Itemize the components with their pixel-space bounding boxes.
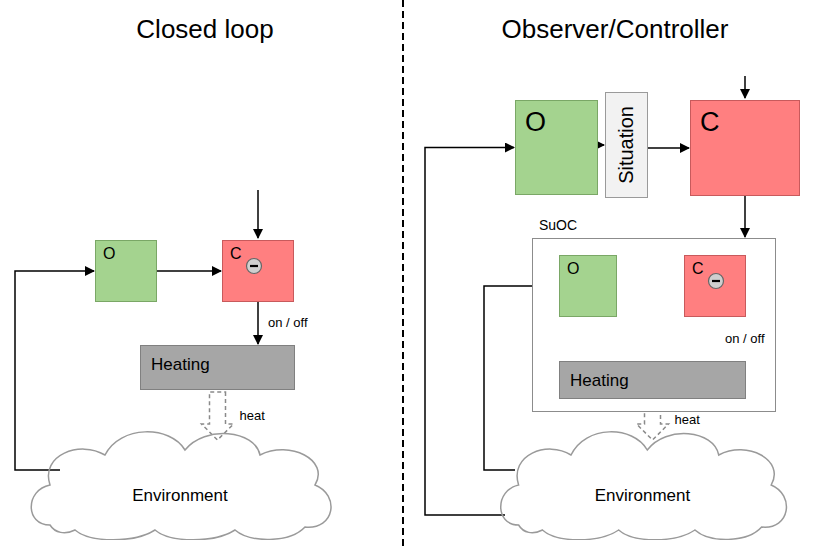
- node-label: C: [692, 260, 704, 278]
- node-label: O: [567, 260, 579, 278]
- connector: [744, 196, 746, 237]
- node-label: SuOC: [539, 217, 577, 233]
- observer-box: O: [515, 100, 598, 195]
- connector: [257, 302, 259, 344]
- cloud-outline: [490, 415, 795, 540]
- node-label: Environment: [595, 486, 690, 506]
- minus-symbol: [707, 272, 725, 290]
- connector: [15, 271, 94, 470]
- node-label: Heating: [151, 355, 210, 375]
- node-label: O: [103, 245, 115, 263]
- minus-symbol: [250, 265, 258, 267]
- section-heading: Closed loop: [136, 14, 273, 45]
- connector: [157, 270, 221, 272]
- connector: [598, 144, 604, 146]
- section-heading: Observer/Controller: [502, 14, 729, 45]
- minus-symbol: [712, 280, 720, 282]
- edge-label: on / off: [723, 332, 767, 346]
- environment-cloud: Environment: [20, 415, 340, 540]
- edge-label: on / off: [266, 316, 310, 330]
- minus-symbol: [245, 257, 263, 275]
- edge-label: heat: [673, 413, 702, 427]
- cloud-outline: [20, 415, 340, 540]
- heating-box: Heating: [140, 345, 295, 390]
- observer-box: O: [95, 240, 157, 302]
- connector: [425, 148, 514, 516]
- cloud-outline: [501, 432, 787, 540]
- situation-box: Situation: [605, 92, 648, 198]
- node-label: Heating: [570, 371, 629, 391]
- environment-cloud: Environment: [490, 415, 795, 540]
- controller-box: C: [222, 240, 294, 302]
- input-arrow: [257, 190, 259, 238]
- divider-line: [402, 0, 404, 550]
- edge-label: heat: [238, 409, 267, 423]
- node-label: C: [700, 107, 720, 138]
- observer-box: O: [559, 255, 617, 317]
- suoc-box: SuOCOCHeating: [532, 238, 776, 412]
- minus-symbol: [247, 259, 262, 274]
- controller-box: C: [690, 100, 800, 196]
- controller-box: C: [684, 255, 746, 317]
- connector: [648, 147, 689, 149]
- node-label: Situation: [615, 106, 638, 184]
- minus-symbol: [709, 274, 724, 289]
- input-arrow: [744, 76, 746, 98]
- heat-flow-arrow: [202, 392, 234, 440]
- heating-box: Heating: [559, 361, 746, 399]
- cloud-outline: [31, 432, 331, 540]
- node-label: C: [230, 245, 242, 263]
- node-label: O: [525, 107, 546, 138]
- node-label: Environment: [132, 486, 227, 506]
